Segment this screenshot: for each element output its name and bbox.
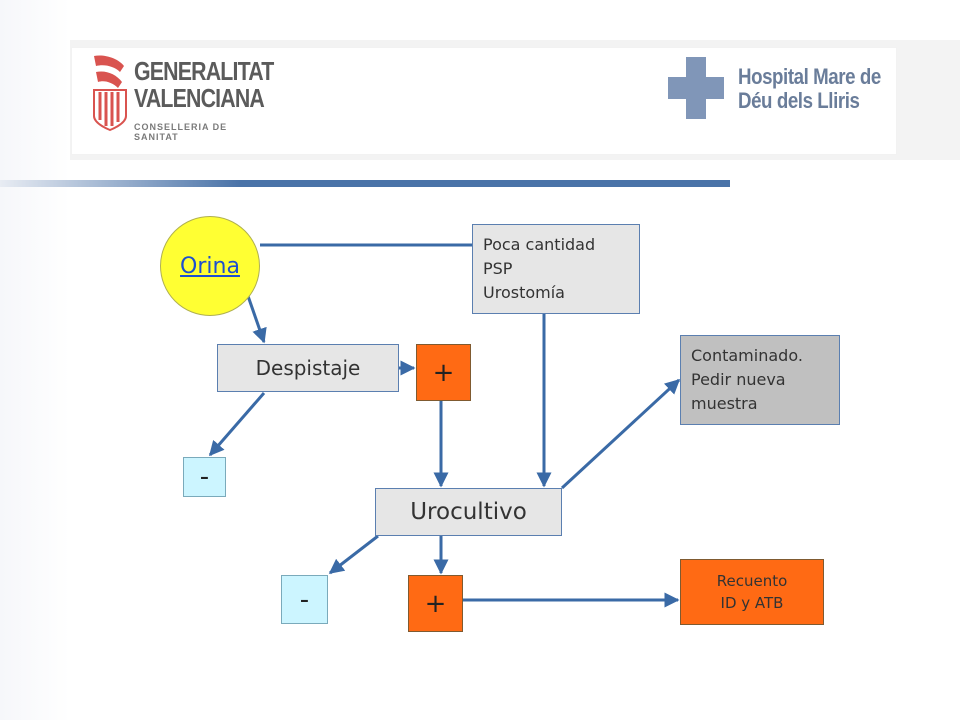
- generalitat-emblem-icon: [93, 55, 127, 132]
- header-band: [72, 48, 896, 154]
- node-minus-despistaje: -: [183, 457, 226, 497]
- left-gradient: [0, 0, 70, 720]
- node-urocultivo: Urocultivo: [375, 488, 562, 536]
- node-recuento: Recuento ID y ATB: [680, 559, 824, 625]
- recuento-line-2: ID y ATB: [720, 594, 784, 612]
- recuento-line-1: Recuento: [716, 572, 788, 590]
- generalitat-name: GENERALITAT VALENCIANA: [134, 56, 274, 113]
- node-poca-cantidad: Poca cantidad PSP Urostomía: [472, 224, 640, 314]
- poca-line-1: Poca cantidad: [483, 235, 596, 254]
- node-orina: Orina: [160, 216, 260, 316]
- node-plus-urocultivo: +: [408, 575, 463, 632]
- divider-bar: [0, 180, 730, 187]
- hospital-cross-icon: [668, 57, 724, 119]
- poca-line-2: PSP: [483, 259, 513, 278]
- node-contaminado: Contaminado. Pedir nueva muestra: [680, 335, 840, 425]
- connector-urocultivo-contaminado: [560, 378, 681, 490]
- node-minus-urocultivo: -: [281, 575, 328, 624]
- hospital-logo: Hospital Mare de Déu dels Lliris: [666, 55, 886, 125]
- hospital-name: Hospital Mare de Déu dels Lliris: [738, 64, 881, 113]
- poca-line-3: Urostomía: [483, 283, 565, 302]
- generalitat-logo: GENERALITAT VALENCIANA CONSELLERIA DE SA…: [90, 52, 274, 142]
- conselleria-label: CONSELLERIA DE SANITAT: [134, 122, 228, 142]
- contaminado-line-2: Pedir nueva: [691, 370, 786, 389]
- contaminado-line-1: Contaminado.: [691, 346, 803, 365]
- contaminado-line-3: muestra: [691, 394, 758, 413]
- connector-despistaje-minus: [208, 392, 266, 457]
- node-plus-despistaje: +: [416, 344, 471, 401]
- connector-urocultivo-minus: [328, 534, 379, 575]
- connector-orina-despistaje: [246, 295, 267, 344]
- node-despistaje: Despistaje: [217, 344, 399, 392]
